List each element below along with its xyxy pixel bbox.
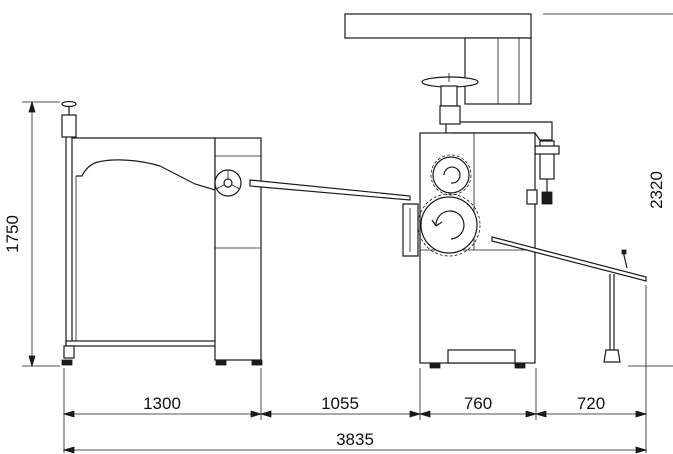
main-machine bbox=[344, 13, 673, 369]
infeed-table bbox=[61, 100, 263, 366]
segment-2-label: 1055 bbox=[321, 394, 359, 413]
total-length-label: 3835 bbox=[336, 430, 374, 449]
height-left-label: 1750 bbox=[3, 215, 22, 253]
segment-1-label: 1300 bbox=[143, 394, 181, 413]
height-right-label: 2320 bbox=[647, 171, 666, 209]
dimension-lines bbox=[22, 100, 673, 454]
outfeed-table bbox=[491, 236, 647, 363]
segment-4-label: 720 bbox=[577, 394, 605, 413]
feed-rail bbox=[249, 179, 411, 201]
segment-3-label: 760 bbox=[464, 394, 492, 413]
